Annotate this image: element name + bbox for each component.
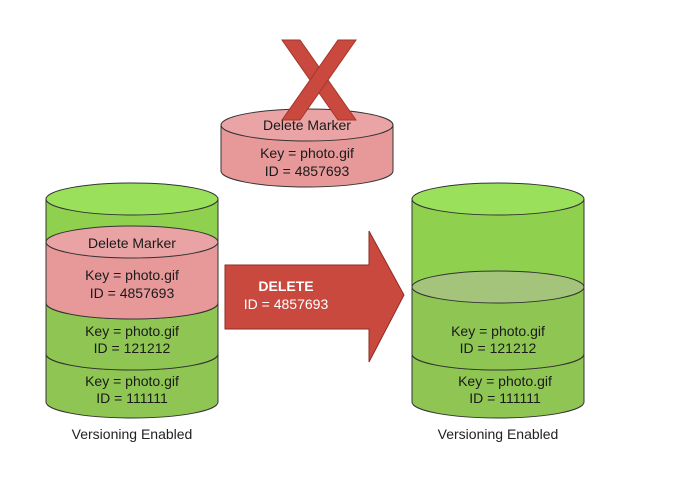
left-bucket-rim [45, 182, 219, 216]
removed-delete-marker: Delete Marker Key = photo.gif ID = 48576… [220, 39, 394, 188]
right-bucket-caption: Versioning Enabled [438, 426, 559, 442]
right-version-id: ID = 121212 [460, 340, 537, 356]
removed-marker-title: Delete Marker [263, 117, 351, 133]
left-bucket: Delete Marker Key = photo.gif ID = 48576… [45, 182, 219, 442]
delete-arrow-title: DELETE [258, 278, 313, 294]
right-version-key: Key = photo.gif [451, 323, 545, 339]
left-bucket-caption: Versioning Enabled [72, 426, 193, 442]
left-marker-title: Delete Marker [88, 235, 176, 251]
delete-arrow-shape [224, 230, 405, 363]
right-version-key: Key = photo.gif [458, 373, 552, 389]
removed-marker-key: Key = photo.gif [260, 145, 354, 161]
left-version-id: ID = 111111 [96, 390, 168, 406]
left-version-key: Key = photo.gif [85, 373, 179, 389]
removed-marker-body [220, 124, 394, 188]
right-version-id: ID = 111111 [469, 390, 541, 406]
right-version-121212 [411, 286, 585, 371]
right-bucket-rim [411, 182, 585, 216]
removed-marker-id: ID = 4857693 [265, 163, 350, 179]
left-marker-key: Key = photo.gif [85, 267, 179, 283]
left-version-id: ID = 121212 [94, 340, 171, 356]
left-version-key: Key = photo.gif [85, 323, 179, 339]
right-version-121212-top [411, 270, 585, 304]
delete-cross-icon [281, 39, 357, 121]
left-delete-marker-top [45, 225, 219, 259]
delete-arrow-id: ID = 4857693 [244, 296, 329, 312]
delete-arrow: DELETE ID = 4857693 [224, 230, 405, 363]
right-bucket: Key = photo.gif ID = 121212 Key = photo.… [411, 182, 585, 442]
left-marker-id: ID = 4857693 [90, 285, 175, 301]
left-delete-marker-layer [45, 241, 219, 320]
